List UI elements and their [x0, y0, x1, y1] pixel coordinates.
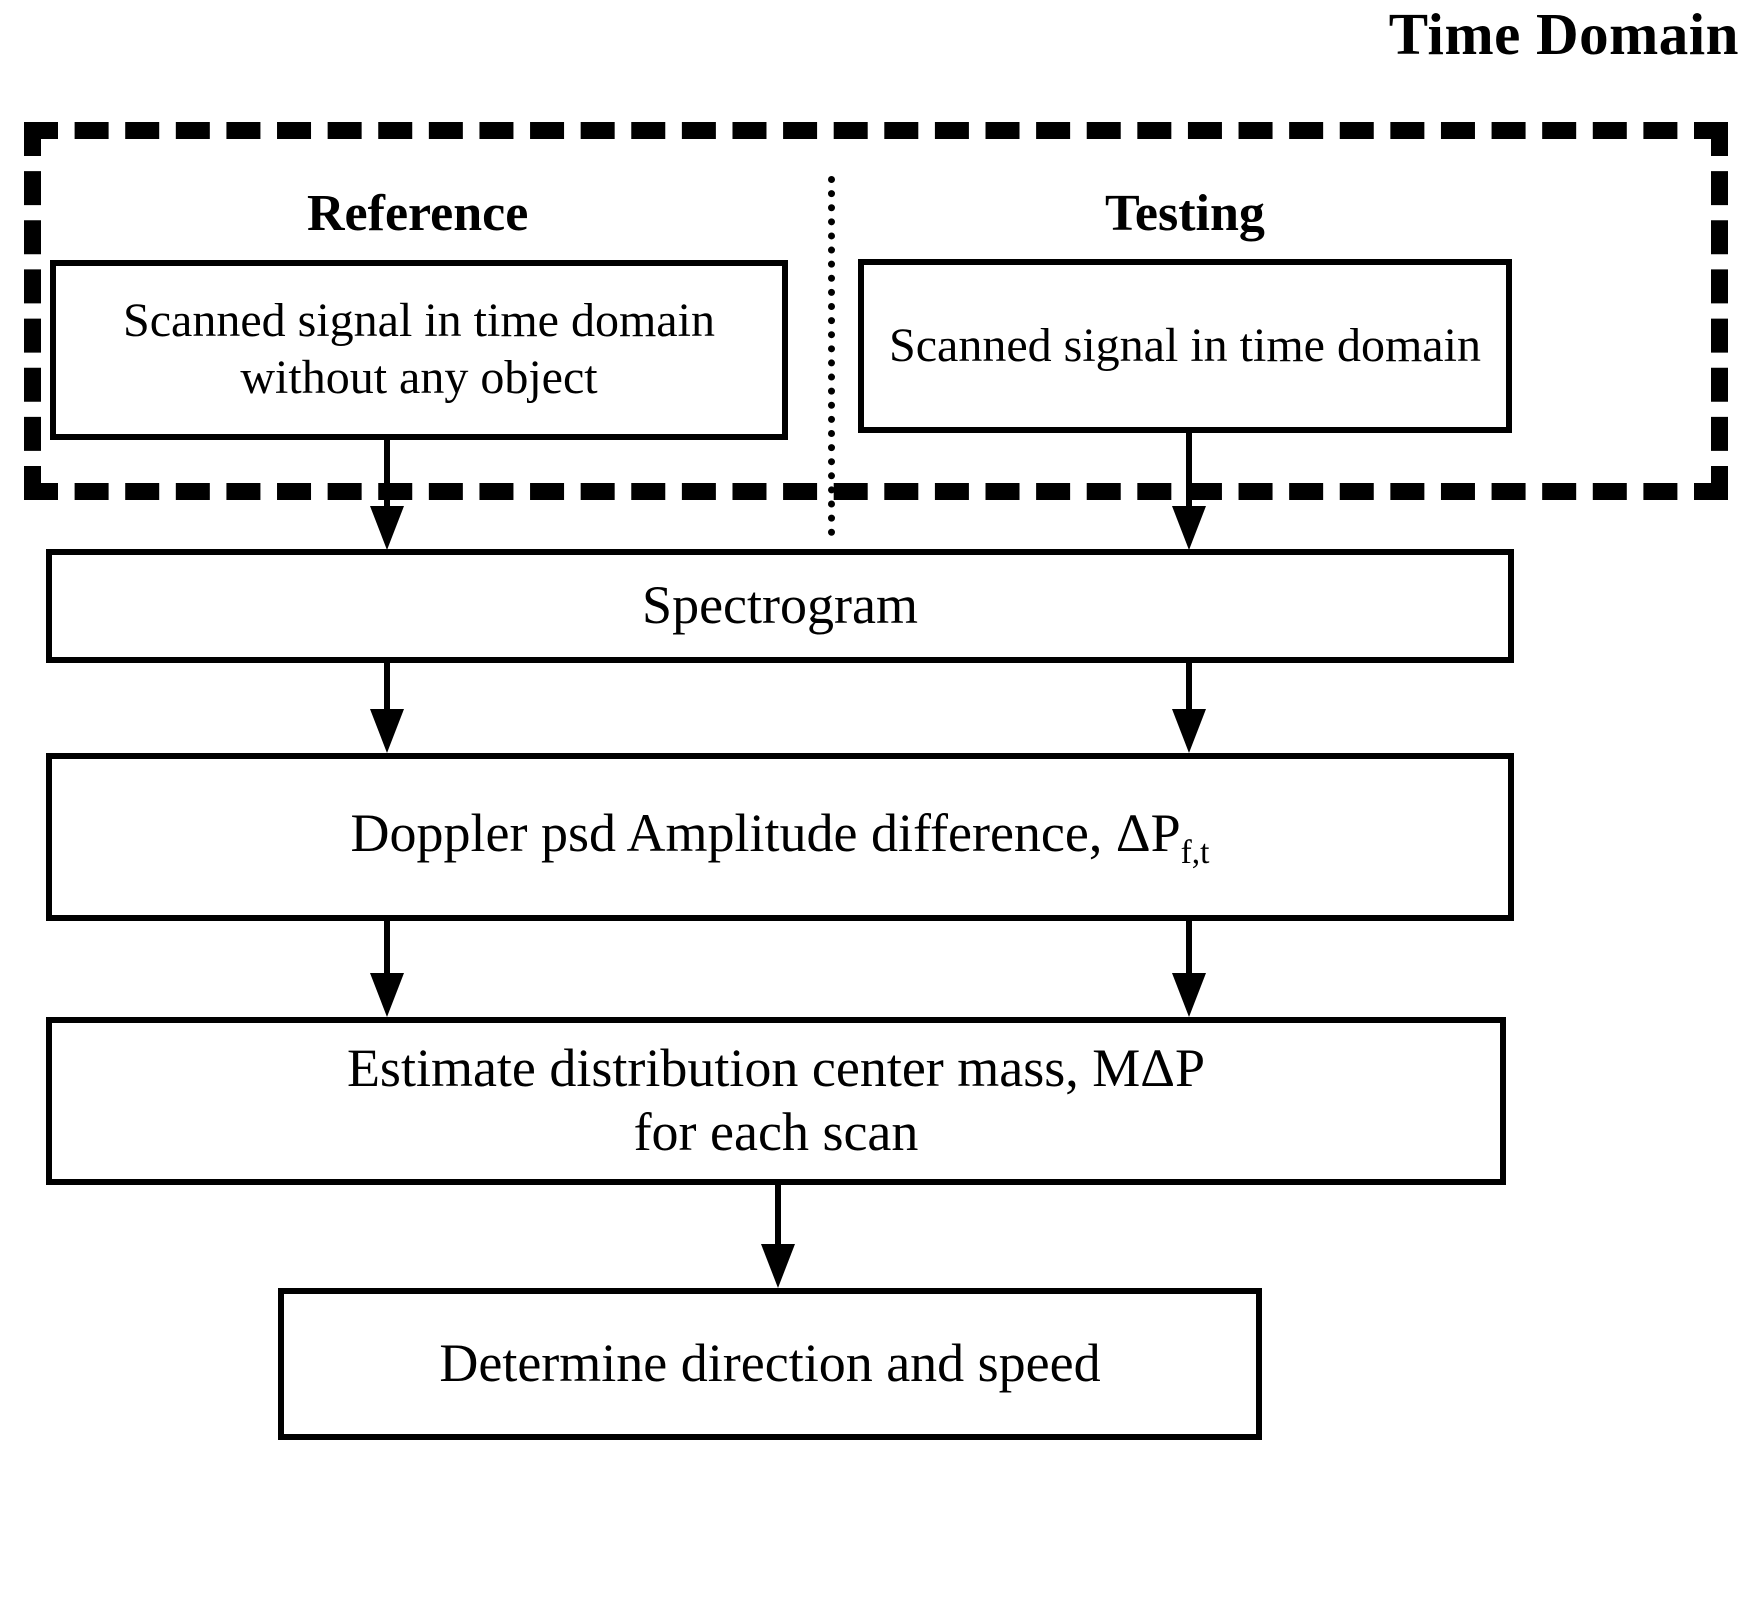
arrow-head-icon: [1172, 973, 1206, 1017]
arrow-shaft: [1186, 921, 1192, 973]
node-doppler-subscript: f,t: [1180, 833, 1210, 871]
arrow-spectrogram-to-doppler-left: [369, 663, 405, 753]
column-header-reference: Reference: [307, 185, 529, 242]
node-testing-input-label: Scanned signal in time domain: [889, 318, 1481, 372]
reference-testing-divider: [828, 176, 835, 536]
page-title: Time Domain: [1388, 1, 1739, 67]
arrow-testing-to-spectrogram: [1171, 433, 1207, 550]
node-estimate-line2: for each scan: [633, 1102, 919, 1162]
arrow-shaft: [384, 663, 390, 709]
node-reference-input-label: Scanned signal in time domain without an…: [123, 294, 715, 404]
node-determine-direction-speed[interactable]: Determine direction and speed: [278, 1288, 1262, 1440]
node-determine-label: Determine direction and speed: [439, 1333, 1101, 1394]
arrow-shaft: [384, 921, 390, 973]
arrow-estimate-to-determine: [760, 1185, 796, 1288]
arrow-head-icon: [370, 973, 404, 1017]
node-doppler-amplitude-difference[interactable]: Doppler psd Amplitude difference, ΔPf,t: [46, 753, 1514, 921]
arrow-doppler-to-estimate-left: [369, 921, 405, 1017]
arrow-shaft: [384, 440, 390, 506]
arrow-shaft: [775, 1185, 781, 1244]
arrow-head-icon: [761, 1244, 795, 1288]
node-doppler-text: Doppler psd Amplitude difference, ΔP: [350, 802, 1181, 863]
node-doppler-label: Doppler psd Amplitude difference, ΔPf,t: [62, 802, 1498, 872]
arrow-head-icon: [1172, 506, 1206, 550]
node-estimate-line1: Estimate distribution center mass, MΔP: [346, 1038, 1206, 1099]
arrow-doppler-to-estimate-right: [1171, 921, 1207, 1017]
arrow-spectrogram-to-doppler-right: [1171, 663, 1207, 753]
arrow-shaft: [1186, 663, 1192, 709]
arrow-head-icon: [370, 506, 404, 550]
node-reference-input[interactable]: Scanned signal in time domain without an…: [50, 260, 788, 440]
node-testing-input[interactable]: Scanned signal in time domain: [858, 259, 1512, 433]
column-header-testing: Testing: [1105, 185, 1265, 242]
arrow-reference-to-spectrogram: [369, 440, 405, 550]
arrow-shaft: [1186, 433, 1192, 506]
arrow-head-icon: [370, 709, 404, 753]
node-spectrogram[interactable]: Spectrogram: [46, 549, 1514, 663]
arrow-head-icon: [1172, 709, 1206, 753]
time-domain-group-border: [24, 122, 1728, 500]
node-spectrogram-label: Spectrogram: [642, 575, 918, 636]
